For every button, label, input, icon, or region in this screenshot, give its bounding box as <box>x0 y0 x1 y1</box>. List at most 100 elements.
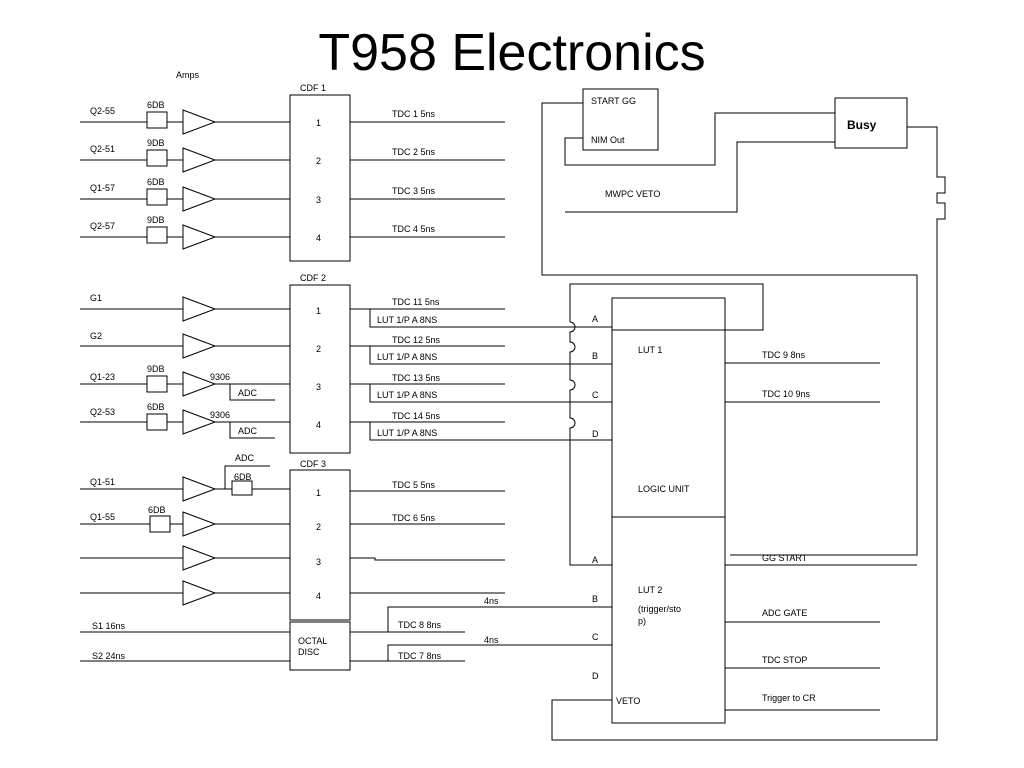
start-gg-label: START GG <box>591 96 636 106</box>
attenuator <box>231 480 253 496</box>
logic-unit-label: LOGIC UNIT <box>638 484 690 494</box>
extra-adc-label: ADC <box>235 453 255 463</box>
lut2-input-d: D <box>592 671 599 681</box>
tdc-label: TDC 4 5ns <box>392 224 436 234</box>
cdf3-label: CDF 3 <box>300 459 326 469</box>
channel-label: 1 <box>316 118 321 128</box>
channel-label: 2 <box>316 156 321 166</box>
tdc-label: TDC 12 5ns <box>392 335 441 345</box>
input-label: G2 <box>90 331 102 341</box>
cdf1-row-3: Q1-57 6DB 3 TDC 3 5ns <box>80 177 505 212</box>
input-label: Q1-55 <box>90 512 115 522</box>
lut-input-label: LUT 1/P A 8NS <box>377 428 437 438</box>
attenuator <box>146 188 168 206</box>
channel-label: 2 <box>316 344 321 354</box>
lut-input-label: LUT 1/P A 8NS <box>377 390 437 400</box>
lut2-output-trigger: Trigger to CR <box>762 693 816 703</box>
amplifier-icon <box>182 371 217 397</box>
cdf2-box <box>289 284 351 454</box>
channel-label: 4 <box>316 233 321 243</box>
tdc-label: TDC 5 5ns <box>392 480 436 490</box>
input-label: Q1-51 <box>90 477 115 487</box>
lut-block <box>611 297 726 724</box>
attenuator-label: 6DB <box>147 402 165 412</box>
delay-label: 4ns <box>484 596 499 606</box>
octal-tdc-label: TDC 8 8ns <box>398 620 442 630</box>
lut1-label: LUT 1 <box>638 345 662 355</box>
attenuator <box>149 515 171 533</box>
nim-out-label: NIM Out <box>591 135 625 145</box>
tdc-label: TDC 13 5ns <box>392 373 441 383</box>
cdf2-row-2: G2 2 TDC 12 5ns LUT 1/P A 8NS <box>80 331 570 365</box>
channel-label: 3 <box>316 195 321 205</box>
attenuator-label: 6DB <box>147 177 165 187</box>
lut-input-label: LUT 1/P A 8NS <box>377 315 437 325</box>
cdf2-row-4: Q2-53 6DB 9306 ADC 4 TDC 14 5ns LUT 1/P … <box>80 402 570 441</box>
splitter-label: 9306 <box>210 410 230 420</box>
lut-input-label: LUT 1/P A 8NS <box>377 352 437 362</box>
cdf1-row-2: Q2-51 9DB 2 TDC 2 5ns <box>80 138 505 173</box>
amplifier-icon <box>182 511 217 537</box>
lut1-input-d: D <box>592 429 599 439</box>
cdf3-row-1: Q1-51 1 TDC 5 5ns <box>80 465 505 502</box>
tdc-label: TDC 3 5ns <box>392 186 436 196</box>
lut2-input-b: B <box>592 594 598 604</box>
extra-attenuator-label: 6DB <box>234 472 252 482</box>
channel-label: 4 <box>316 591 321 601</box>
cdf1-row-4: Q2-57 9DB 4 TDC 4 5ns <box>80 215 505 250</box>
amplifier-icon <box>182 580 217 606</box>
amps-label: Amps <box>176 70 200 80</box>
channel-label: 1 <box>316 306 321 316</box>
lut2-input-a: A <box>592 555 598 565</box>
adc-label: ADC <box>238 388 258 398</box>
input-label: Q1-23 <box>90 372 115 382</box>
mwpc-veto-label: MWPC VETO <box>605 189 660 199</box>
attenuator <box>146 111 168 129</box>
amplifier-icon <box>182 186 217 212</box>
octal-disc-box <box>289 621 351 671</box>
tdc-label: TDC 1 5ns <box>392 109 436 119</box>
cdf3-row-3: 3 <box>80 545 505 571</box>
input-label: G1 <box>90 293 102 303</box>
attenuator <box>146 413 168 431</box>
octal-disc-label-2: DISC <box>298 647 320 657</box>
octal-tdc-label: TDC 7 8ns <box>398 651 442 661</box>
attenuator-label: 6DB <box>148 505 166 515</box>
channel-label: 2 <box>316 522 321 532</box>
amplifier-icon <box>182 109 217 135</box>
busy-label: Busy <box>847 118 877 132</box>
lut2-output-adc-gate: ADC GATE <box>762 608 807 618</box>
lut1-output-tdc10: TDC 10 9ns <box>762 389 811 399</box>
tdc-label: TDC 14 5ns <box>392 411 441 421</box>
lut2-input-c: C <box>592 632 599 642</box>
splitter-label: 9306 <box>210 372 230 382</box>
attenuator-label: 6DB <box>147 100 165 110</box>
octal-disc-label-1: OCTAL <box>298 636 327 646</box>
lut2-output-tdc-stop: TDC STOP <box>762 655 807 665</box>
input-label: Q2-57 <box>90 221 115 231</box>
channel-label: 1 <box>316 488 321 498</box>
delay-label: 4ns <box>484 635 499 645</box>
lut2-label: LUT 2 <box>638 585 662 595</box>
channel-label: 3 <box>316 557 321 567</box>
input-label: Q2-51 <box>90 144 115 154</box>
lut2-sub-label-2: p) <box>638 616 646 626</box>
amplifier-icon <box>182 545 217 571</box>
cdf2-row-1: G1 1 TDC 11 5ns LUT 1/P A 8NS <box>80 293 570 328</box>
octal-input-label: S1 16ns <box>92 621 126 631</box>
page-title: T958 Electronics <box>318 24 706 82</box>
amplifier-icon <box>182 333 217 359</box>
cdf2-label: CDF 2 <box>300 273 326 283</box>
input-label: Q2-55 <box>90 106 115 116</box>
channel-label: 4 <box>316 420 321 430</box>
cdf2-row-3: Q1-23 9DB 9306 ADC 3 TDC 13 5ns LUT 1/P … <box>80 364 570 403</box>
attenuator-label: 9DB <box>147 215 165 225</box>
cdf3-box <box>289 469 351 621</box>
cdf1-box <box>289 94 351 262</box>
busy-box <box>834 97 908 149</box>
tdc-label: TDC 11 5ns <box>392 297 440 307</box>
attenuator-label: 9DB <box>147 364 165 374</box>
input-label: Q1-57 <box>90 183 115 193</box>
lut2-sub-label-1: (trigger/sto <box>638 604 681 614</box>
